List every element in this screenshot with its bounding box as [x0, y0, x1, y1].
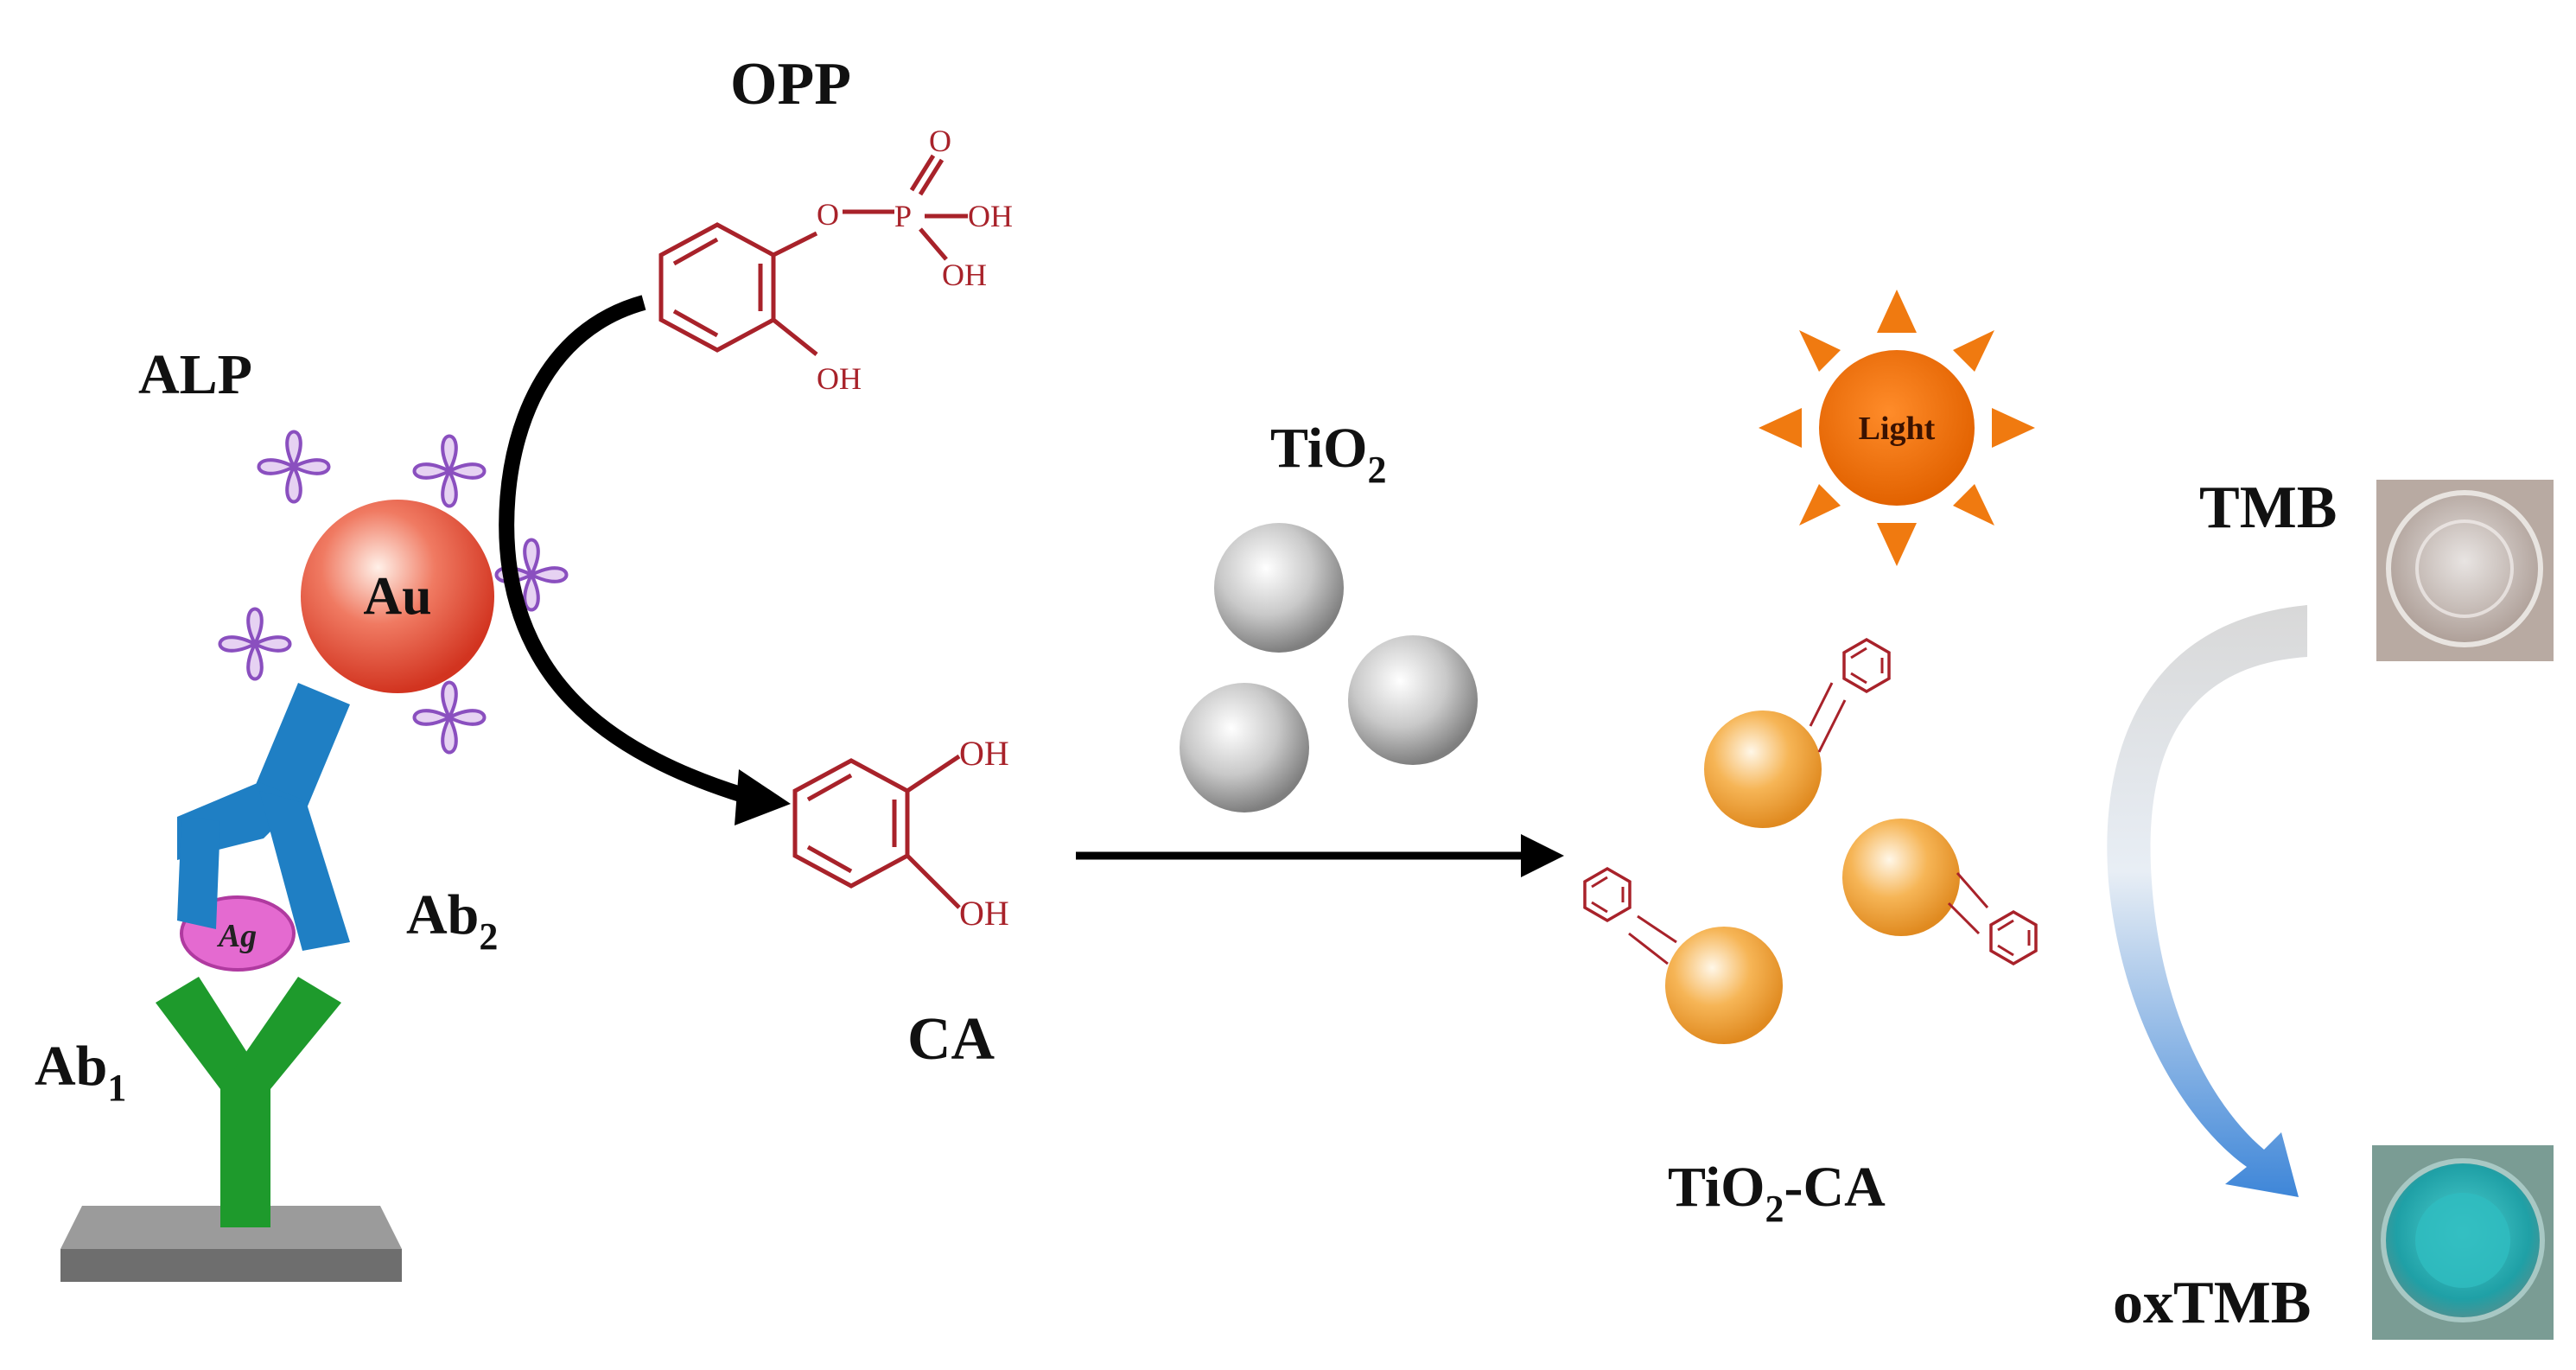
color-change-arrow — [2107, 605, 2307, 1197]
tio2-sphere — [1348, 635, 1478, 765]
light-label: Light — [1859, 411, 1936, 447]
tio2-label: TiO2 — [1270, 417, 1387, 491]
sun-icon — [1819, 350, 1975, 506]
opp-label: OPP — [730, 51, 851, 118]
opp-oh-1: OH — [968, 199, 1013, 233]
opp-oh-3: OH — [817, 361, 862, 396]
opp-oxygen: O — [817, 197, 839, 232]
ca-oh-2: OH — [959, 894, 1009, 933]
alp-enzyme — [415, 436, 485, 507]
au-nanoparticle: Au — [301, 500, 494, 693]
tio2-ca-label: TiO2-CA — [1668, 1156, 1886, 1230]
oxtmb-well-photo — [2372, 1145, 2554, 1340]
opp-structure — [658, 154, 968, 356]
tio2-sphere — [1180, 683, 1309, 812]
au-label: Au — [363, 567, 431, 626]
tmb-label: TMB — [2199, 475, 2337, 541]
catechol-ligand — [1947, 872, 2038, 965]
alp-label: ALP — [138, 343, 252, 406]
ab1-label: Ab1 — [35, 1035, 126, 1109]
tio2-ca-sphere — [1842, 819, 1960, 936]
tmb-well-photo — [2376, 480, 2554, 661]
ca-label: CA — [907, 1006, 995, 1073]
catechol-ligand — [1809, 638, 1891, 753]
tio2-nanoparticles — [1180, 523, 1478, 812]
opp-atoms: O P O OH OH OH — [817, 124, 1013, 396]
sun-rays — [1759, 290, 2035, 566]
reaction-arrow — [1076, 834, 1564, 877]
alp-enzyme — [220, 609, 290, 679]
antigen-label: Ag — [217, 918, 257, 954]
tio2-sphere — [1214, 523, 1344, 653]
catechol-ligand — [1583, 867, 1677, 965]
tio2-ca-sphere — [1665, 927, 1783, 1044]
enzymatic-conversion-arrow — [499, 295, 791, 825]
opp-double-oxygen: O — [929, 124, 951, 158]
oxtmb-label: oxTMB — [2113, 1270, 2311, 1336]
capture-antibody-ab1 — [156, 977, 341, 1227]
opp-oh-2: OH — [942, 258, 987, 292]
light-source: Light — [1759, 290, 2035, 566]
detection-antibody-ab2 — [177, 683, 350, 951]
tio2-ca-sphere — [1704, 710, 1822, 828]
tio2-ca-complex — [1583, 638, 2038, 1044]
ab2-label: Ab2 — [406, 883, 498, 958]
alp-enzyme — [415, 683, 485, 753]
ca-structure — [792, 754, 961, 909]
opp-phosphorus: P — [894, 199, 912, 233]
alp-enzyme — [259, 432, 329, 502]
ca-atoms: OH OH — [959, 734, 1009, 933]
ca-oh-1: OH — [959, 734, 1009, 773]
